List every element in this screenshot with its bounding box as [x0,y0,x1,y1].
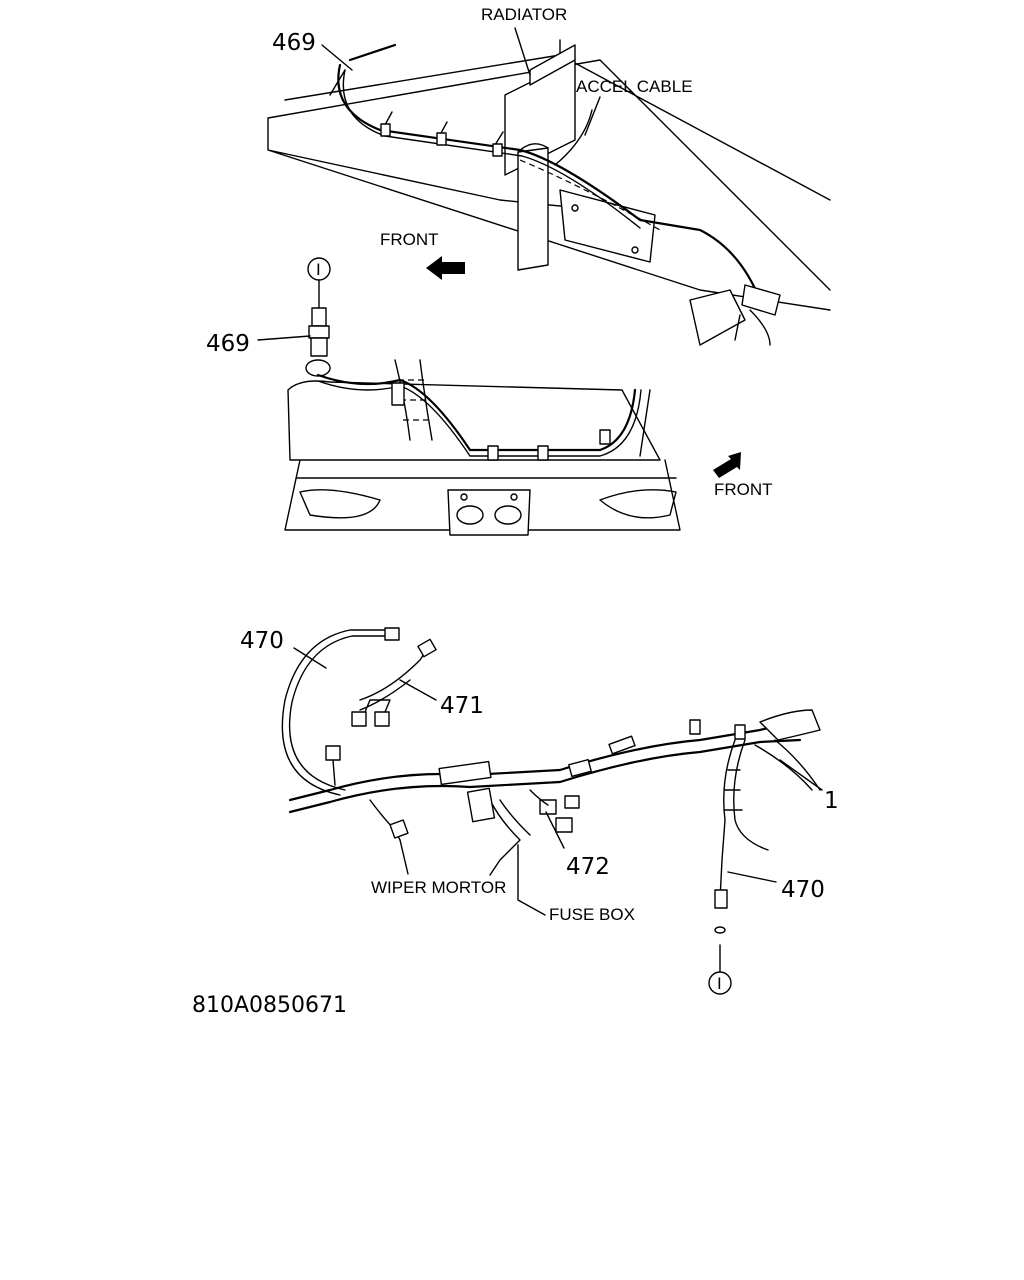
leader-471 [399,679,437,701]
wiper-motor-label: WIPER MORTOR [371,878,506,897]
front-label-top: FRONT [380,230,439,249]
callout-470-left: 470 [240,628,284,654]
callout-1: 1 [824,788,839,814]
callout-470-right: 470 [781,877,825,903]
leader-469-top [321,44,353,71]
radiator-label: RADIATOR [481,5,567,24]
leader-472 [545,811,565,849]
callout-471: 471 [440,693,484,719]
sensor-469 [305,279,331,377]
front-arrow-icon-mid [713,452,741,478]
fuse-box-label: FUSE BOX [549,905,635,924]
radiator-support-post [517,147,549,271]
leader-470-right [727,871,777,883]
frame-rail-view [267,39,831,346]
circle-marker-top-label: I [316,260,321,279]
leader-470-left [293,647,327,669]
connector-470-right-end [714,889,728,909]
leader-radiator [514,27,531,76]
leader-wiper-motor [399,839,409,875]
rear-bumper-view [284,359,681,536]
front-label-mid: FRONT [714,480,773,499]
circle-marker-bottom-label: I [717,974,722,993]
callout-472: 472 [566,854,610,880]
callout-469-mid: 469 [206,331,250,357]
main-wiring-harness [281,627,821,934]
circle-marker-bottom [708,971,732,995]
callout-469-top: 469 [272,30,316,56]
drawing-code: 810A0850671 [192,993,347,1018]
leader-1 [779,759,823,791]
mounting-bracket [559,189,656,263]
leader-fuse-box [517,844,546,916]
front-arrow-icon-top [426,256,465,280]
leader-accel-cable [584,96,601,136]
accel-cable-label: ACCEL CABLE [576,77,693,96]
leader-469-mid [257,335,311,341]
